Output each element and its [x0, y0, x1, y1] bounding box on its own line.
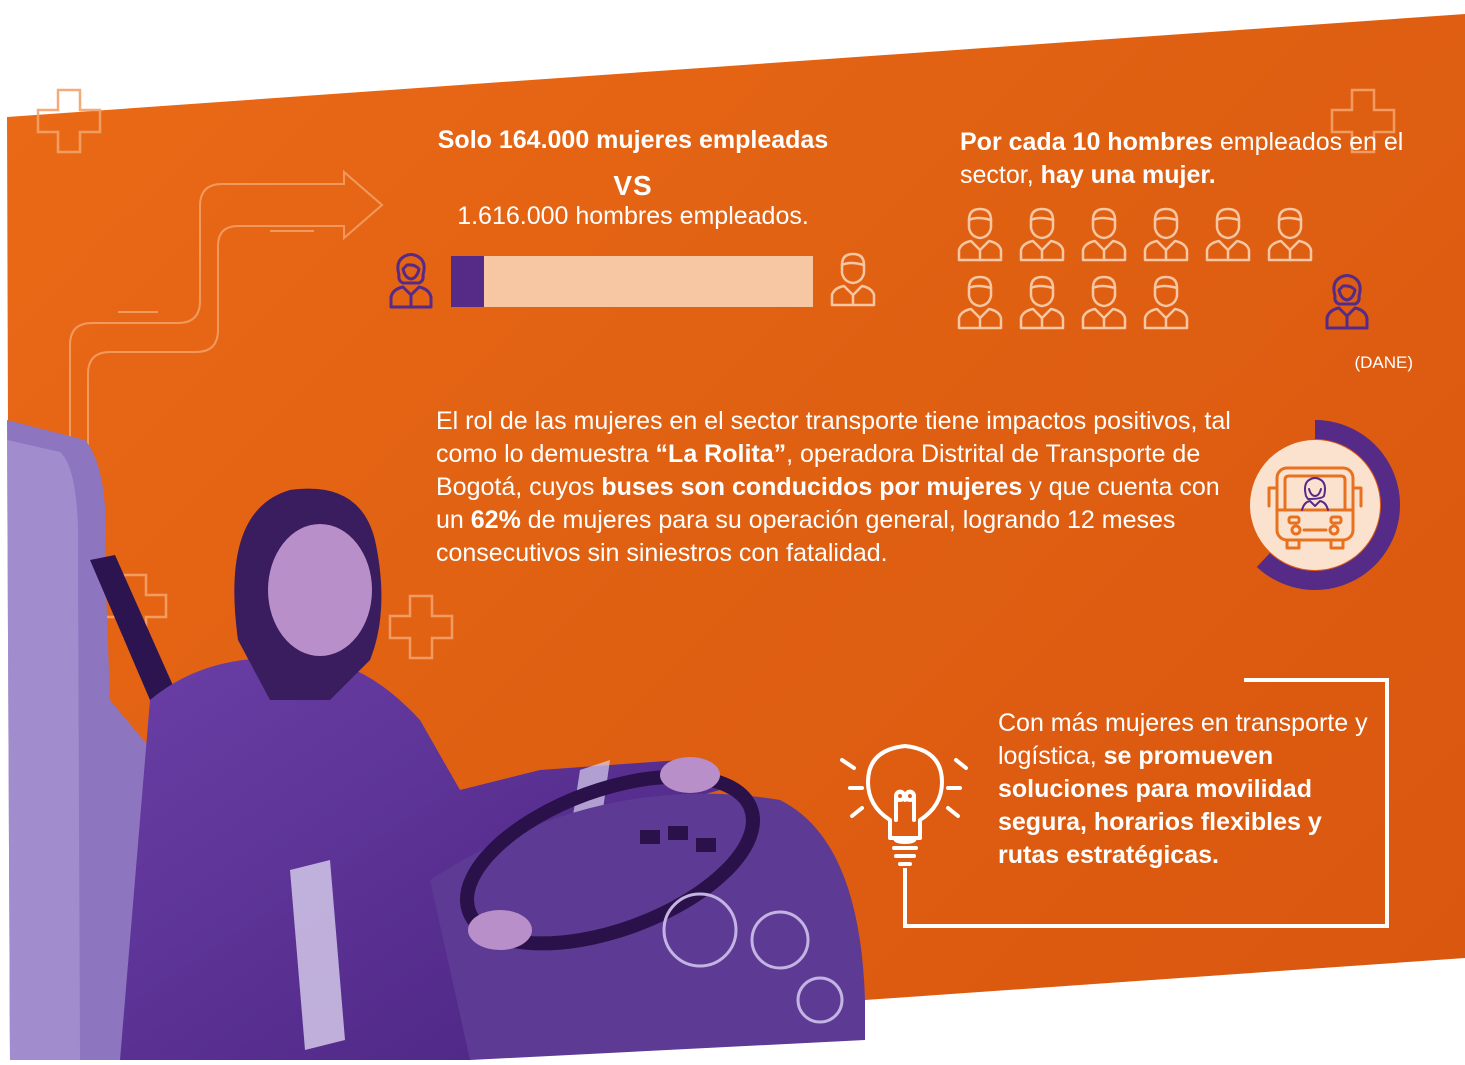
- solutions-text: Con más mujeres en transporte y logístic…: [998, 709, 1368, 770]
- lightbulb-icon: [840, 744, 968, 866]
- man-icon: [1205, 206, 1251, 267]
- ratio-bold-end: hay una mujer.: [1040, 161, 1216, 189]
- rolita-text-3: y que cuenta con un: [436, 473, 1220, 534]
- ratio-bold-part: Por cada 10 hombres: [960, 128, 1213, 156]
- rolita-text-1: El rol de las mujeres en el sector trans…: [436, 407, 1231, 468]
- women-share-fill: [451, 256, 485, 307]
- woman-icon: [1325, 272, 1369, 335]
- solutions-statement: Con más mujeres en transporte y logístic…: [998, 707, 1378, 872]
- men-employed-line: 1.616.000 hombres empleados.: [457, 202, 809, 230]
- ratio-text-part: empleados en el sector,: [960, 128, 1404, 189]
- man-icon: [957, 206, 1003, 267]
- man-icon: [1143, 274, 1189, 335]
- man-icon: [1019, 206, 1065, 267]
- man-icon: [830, 252, 876, 307]
- rolita-text-4: de mujeres para su operación general, lo…: [436, 506, 1176, 567]
- man-icon: [1143, 206, 1189, 267]
- solutions-bold: se promueven soluciones para movilidad s…: [998, 742, 1322, 869]
- rolita-text-2: , operadora Distrital de Transporte de B…: [436, 440, 1201, 501]
- woman-icon: [389, 253, 433, 309]
- rolita-bold-1: “La Rolita”: [655, 440, 787, 468]
- rolita-bold-2: buses son conducidos por mujeres: [601, 473, 1023, 501]
- ratio-bar: [451, 256, 813, 307]
- rolita-bold-3: 62%: [470, 506, 521, 534]
- man-icon: [1267, 206, 1313, 267]
- source-label: (DANE): [1354, 353, 1413, 372]
- man-icon: [1081, 206, 1127, 267]
- ratio-statement: Por cada 10 hombres empleados en el sect…: [960, 126, 1430, 192]
- man-icon: [957, 274, 1003, 335]
- women-employed-headline: Solo 164.000 mujeres empleadas: [437, 126, 829, 154]
- man-icon: [1019, 274, 1065, 335]
- bus-driver-icon: [1250, 420, 1400, 590]
- rolita-paragraph: El rol de las mujeres en el sector trans…: [436, 405, 1246, 570]
- man-icon: [1081, 274, 1127, 335]
- versus-label: VS: [613, 170, 653, 201]
